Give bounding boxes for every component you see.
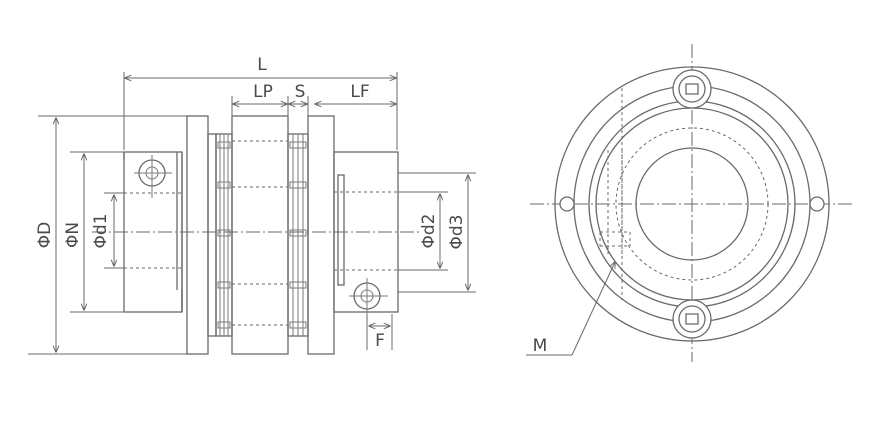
bore-circle bbox=[635, 147, 749, 261]
dim-F: F bbox=[366, 314, 393, 351]
label-M: M bbox=[533, 336, 548, 356]
dim-d2: Φd2 bbox=[398, 191, 448, 271]
label-D: ΦD bbox=[35, 222, 55, 248]
label-F: F bbox=[375, 331, 385, 351]
outer-flange-circle bbox=[554, 66, 830, 342]
center-spacer bbox=[231, 115, 289, 355]
leader-M: M bbox=[526, 262, 615, 356]
top-bolt-icon bbox=[672, 69, 712, 109]
right-pin-icon bbox=[809, 196, 825, 212]
label-S: S bbox=[295, 82, 306, 102]
dim-d3: Φd3 bbox=[398, 172, 476, 293]
clamp-screw-hidden bbox=[599, 88, 631, 300]
right-hub bbox=[333, 151, 399, 314]
left-pin-icon bbox=[559, 196, 575, 212]
side-view: L LP S LF ΦD bbox=[28, 55, 476, 355]
dim-d1: Φd1 bbox=[91, 192, 124, 269]
label-d1: Φd1 bbox=[91, 214, 111, 249]
label-LP: LP bbox=[253, 82, 273, 102]
right-disc-pack bbox=[287, 133, 309, 337]
dim-LF: LF bbox=[315, 82, 396, 104]
label-d3: Φd3 bbox=[447, 215, 467, 250]
left-disc-pack bbox=[215, 133, 233, 337]
label-N: ΦN bbox=[63, 222, 83, 248]
front-view: M bbox=[526, 44, 852, 362]
label-LF: LF bbox=[350, 82, 369, 102]
label-d2: Φd2 bbox=[419, 214, 439, 249]
dim-N: ΦN bbox=[63, 151, 124, 313]
bore-hidden-lines bbox=[124, 191, 398, 271]
right-flange bbox=[307, 115, 335, 355]
hidden-circle bbox=[615, 127, 769, 281]
bottom-bolt-icon bbox=[672, 299, 712, 339]
dim-LP: LP bbox=[231, 82, 289, 116]
label-L: L bbox=[257, 55, 267, 75]
dim-S: S bbox=[289, 82, 309, 116]
left-flange bbox=[186, 115, 217, 355]
dim-L: L bbox=[123, 55, 398, 150]
dim-D: ΦD bbox=[28, 115, 187, 355]
